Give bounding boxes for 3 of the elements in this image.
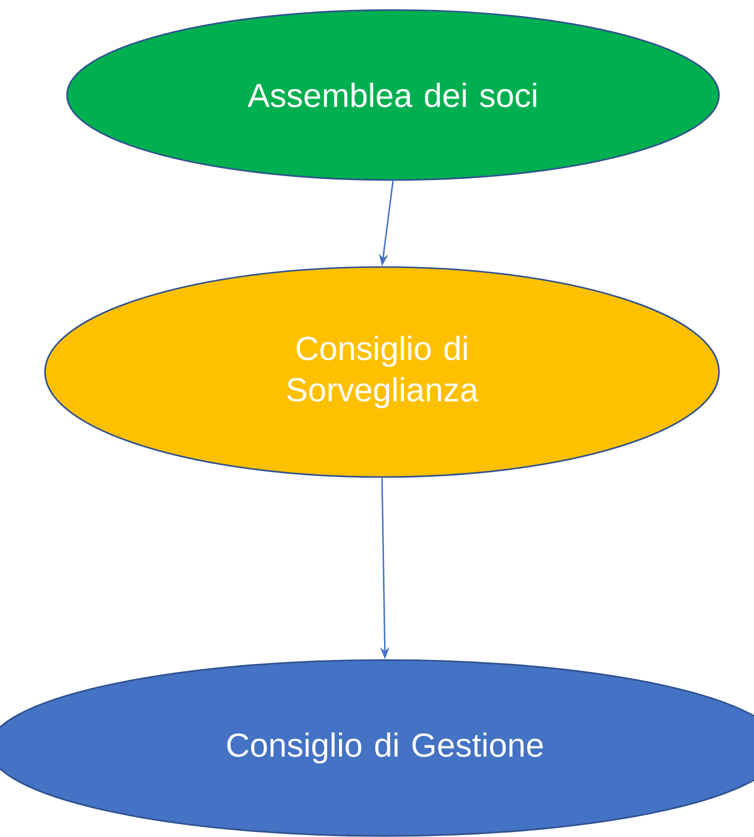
ellipse-node: Consiglio di Sorveglianza [44, 266, 720, 478]
ellipse-node: Consiglio di Gestione [0, 659, 754, 837]
ellipse-node: Assemblea dei soci [66, 9, 720, 181]
